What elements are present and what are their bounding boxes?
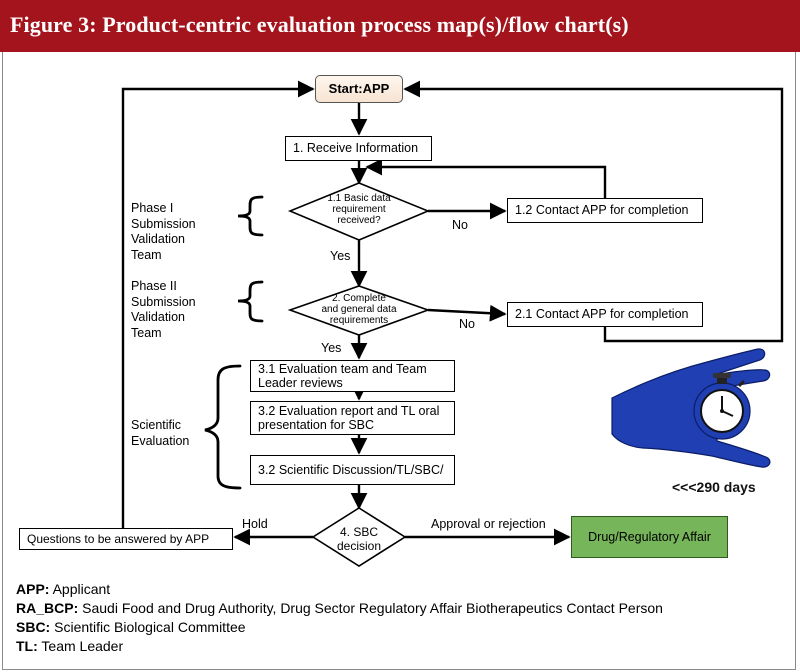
phase1-brace-icon [237,195,264,237]
duration-label: <<<290 days [672,479,756,495]
receive-information-box: 1. Receive Information [285,136,432,161]
figure-title: Figure 3: Product-centric evaluation pro… [10,12,629,37]
loop-contact-2-1 [403,80,784,343]
contact-app-completion-2-1-box: 2.1 Contact APP for completion [507,302,703,327]
legend-item: TL: Team Leader [16,638,124,654]
start-node: Start:APP [315,75,403,103]
scientific-discussion-box: 3.2 Scientific Discussion/TL/SBC/ [250,455,455,485]
questions-to-app-box: Questions to be answered by APP [19,528,233,550]
yes-label-1: Yes [330,249,351,263]
loop-questions-to-start [121,80,315,528]
legend-item: SBC: Scientific Biological Committee [16,619,246,635]
arrow-decision2-no [427,304,507,322]
decision2-diamond [287,285,431,336]
legend-item: RA_BCP: Saudi Food and Drug Authority, D… [16,600,663,616]
loop-contact-1-2 [365,158,607,198]
scientific-brace-icon [204,364,242,490]
figure-frame [2,52,796,670]
decision4-diamond [311,507,407,567]
contact-app-completion-1-2-box: 1.2 Contact APP for completion [507,198,703,223]
abbreviation-legend: APP: Applicant RA_BCP: Saudi Food and Dr… [16,580,663,656]
approval-rejection-label: Approval or rejection [431,517,546,531]
figure-header: Figure 3: Product-centric evaluation pro… [0,0,800,52]
phase2-brace-icon [237,280,264,323]
no-label-2: No [459,317,475,331]
decision1-diamond [287,182,431,241]
drug-regulatory-affair-box: Drug/Regulatory Affair [571,516,728,558]
stopwatch-in-hand-icon [611,348,771,468]
hold-label: Hold [242,517,268,531]
no-label-1: No [452,218,468,232]
yes-label-2: Yes [321,341,342,355]
legend-item: APP: Applicant [16,581,111,597]
